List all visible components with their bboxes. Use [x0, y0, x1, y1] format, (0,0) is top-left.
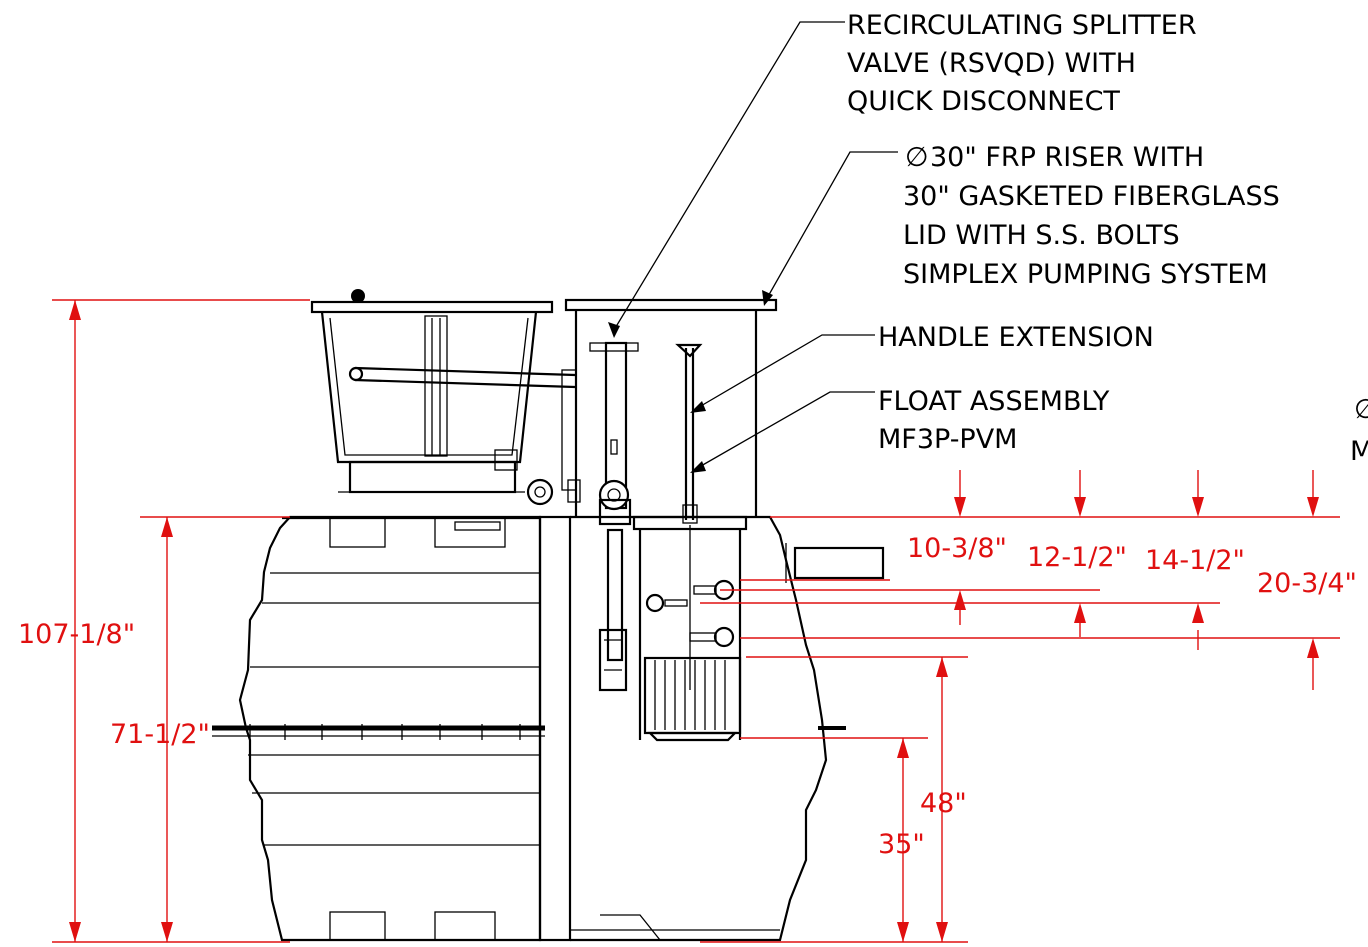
flange-bolts — [249, 724, 521, 740]
rsvqd-line-2: VALVE (RSVQD) WITH — [847, 48, 1136, 79]
rsvqd-line-3: QUICK DISCONNECT — [847, 86, 1120, 117]
overall-height-label: 107-1/8" — [18, 619, 135, 650]
float-3-label: 14-1/2" — [1145, 545, 1245, 576]
rsvqd-line-1: RECIRCULATING SPLITTER — [847, 10, 1197, 41]
edge-fragment-symbol: ∅ — [1354, 394, 1368, 425]
pump-vault — [598, 515, 748, 742]
callout-riser: ∅ 30" FRP RISER WITH 30" GASKETED FIBERG… — [903, 142, 1280, 290]
dimension-lines — [52, 299, 1340, 943]
riser-line-4: SIMPLEX PUMPING SYSTEM — [903, 259, 1268, 290]
riser-line-2: 30" GASKETED FIBERGLASS — [903, 181, 1280, 212]
riser-line-1: 30" FRP RISER WITH — [930, 142, 1204, 173]
edge-fragment-letter: M — [1350, 436, 1368, 467]
float-1-label: 10-3/8" — [907, 533, 1007, 564]
riser-line-3: LID WITH S.S. BOLTS — [903, 220, 1180, 251]
float-line-2: MF3P-PVM — [878, 424, 1017, 455]
diameter-symbol: ∅ — [905, 142, 929, 173]
callout-float: FLOAT ASSEMBLY MF3P-PVM — [878, 386, 1110, 455]
outlet-height-label: 48" — [920, 788, 967, 819]
filter-basket — [310, 289, 581, 506]
riser — [564, 298, 778, 526]
tank-body — [212, 515, 885, 942]
pump-height-label: 35" — [878, 829, 925, 860]
float-4-label: 20-3/4" — [1257, 568, 1357, 599]
float-2-label: 12-1/2" — [1027, 542, 1127, 573]
callout-rsvqd: RECIRCULATING SPLITTER VALVE (RSVQD) WIT… — [847, 10, 1197, 117]
tank-height-label: 71-1/2" — [110, 719, 210, 750]
leader-lines — [608, 21, 898, 473]
handle-extension-label: HANDLE EXTENSION — [878, 322, 1154, 353]
float-line-1: FLOAT ASSEMBLY — [878, 386, 1110, 417]
